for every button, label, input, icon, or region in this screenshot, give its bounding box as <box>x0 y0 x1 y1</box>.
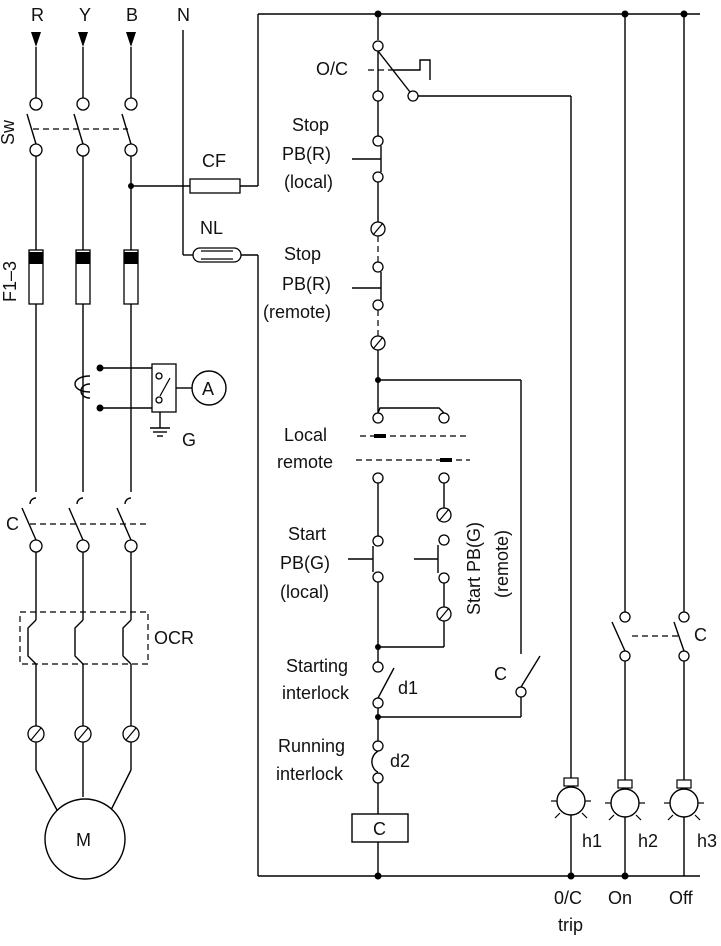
main-contactor-label: C <box>6 514 19 534</box>
phase-arrows <box>31 30 184 255</box>
oc-trip-line-2: trip <box>558 915 583 935</box>
coil-label: C <box>373 819 386 839</box>
starting-interlock-line-2: interlock <box>282 683 350 703</box>
phase-label-b: B <box>126 5 138 25</box>
bottom-labels: 0/C trip On Off <box>554 888 694 935</box>
h3-label: h3 <box>697 831 717 851</box>
lamp-h2: h2 <box>605 779 658 876</box>
start-local-line-3: (local) <box>280 582 329 602</box>
phase-label-y: Y <box>79 5 91 25</box>
start-local-line-2: PB(G) <box>280 553 330 573</box>
running-interlock-line-1: Running <box>278 736 345 756</box>
fuses: F1–3 <box>0 249 139 305</box>
running-interlock-line-2: interlock <box>276 764 344 784</box>
isolator-switch: Sw <box>0 97 138 157</box>
lamp-h1: h1 <box>551 777 602 876</box>
d2-label: d2 <box>390 751 410 771</box>
motor-label: M <box>76 830 91 850</box>
on-label: On <box>608 888 632 908</box>
motor-terminals: M <box>27 725 140 880</box>
lamp-h3: h3 <box>664 779 717 876</box>
aux-contact-c-label: C <box>494 664 507 684</box>
local-label: Local <box>284 425 327 445</box>
stop-remote-line-2: PB(R) <box>282 274 331 294</box>
c-contact-right-label: C <box>694 625 707 645</box>
current-transformer: A G <box>74 363 227 450</box>
cf-label: CF <box>202 151 226 171</box>
h2-label: h2 <box>638 831 658 851</box>
remote-label: remote <box>277 452 333 472</box>
stop-remote-line-3: (remote) <box>263 302 331 322</box>
phase-label-r: R <box>31 5 44 25</box>
stop-local-line-1: Stop <box>292 115 329 135</box>
phase-wires <box>35 47 132 726</box>
overcurrent-relay: OCR <box>19 611 194 665</box>
start-remote-line-1: Start PB(G) <box>464 522 484 615</box>
fuses-label: F1–3 <box>0 261 20 302</box>
d1-label: d1 <box>398 678 418 698</box>
h1-label: h1 <box>582 831 602 851</box>
ammeter-label: A <box>202 379 214 399</box>
stop-local-line-2: PB(R) <box>282 144 331 164</box>
nl-label: NL <box>200 218 223 238</box>
stop-remote-line-1: Stop <box>284 244 321 264</box>
sw-label: Sw <box>0 119 18 145</box>
ground-label: G <box>182 430 196 450</box>
starting-interlock-line-1: Starting <box>286 656 348 676</box>
indicator-columns: C <box>611 14 707 780</box>
oc-trip-line-1: 0/C <box>554 888 582 908</box>
start-remote-line-2: (remote) <box>492 530 512 598</box>
control-column: O/C Stop PB(R) (local) Stop PB(R) (remot… <box>263 14 572 876</box>
start-local-line-1: Start <box>288 524 326 544</box>
oc-label: O/C <box>316 59 348 79</box>
phase-labels: R Y B N <box>31 5 190 25</box>
control-supply: CF NL <box>128 13 700 876</box>
ocr-label: OCR <box>154 628 194 648</box>
phase-label-n: N <box>177 5 190 25</box>
main-contactor: C <box>6 497 150 553</box>
off-label: Off <box>669 888 694 908</box>
stop-local-line-3: (local) <box>284 172 333 192</box>
